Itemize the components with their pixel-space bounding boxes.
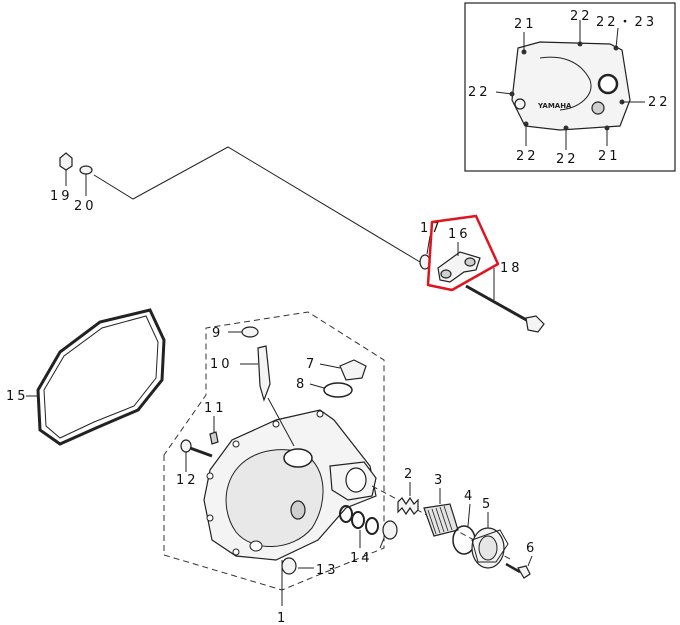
parts-7-8: 7 8 [296, 357, 367, 398]
inset-label-22-right: 22 [648, 95, 671, 110]
oil-filter-3: 3 [423, 473, 459, 537]
bolt-12 [180, 439, 192, 453]
nut-19 [59, 152, 73, 171]
cover-port [283, 448, 313, 468]
callout-20: 20 [74, 199, 97, 214]
parts-11-12: 11 12 [176, 401, 227, 488]
callout-18: 18 [500, 261, 523, 276]
bolt-18 [465, 284, 531, 324]
spring-2: 2 [397, 467, 419, 516]
inset-label-22-23: 22・23 [596, 15, 657, 30]
shaft-10 [257, 345, 271, 402]
callout-3: 3 [434, 473, 445, 488]
plug-7 [339, 359, 367, 381]
inset-label-21-top: 21 [514, 17, 537, 32]
callout-8: 8 [296, 377, 307, 392]
seal-13 [281, 557, 297, 575]
inset-label-21-bottom: 21 [598, 149, 621, 164]
inset-label-22-bottom-left: 22 [516, 149, 539, 164]
highlight-outline-16 [426, 214, 500, 292]
callout-12: 12 [176, 473, 199, 488]
parts-16-17-18: 17 16 18 [419, 214, 545, 333]
inset-panel: YAMAHA 21 22 22・23 22 22 22 22 21 [464, 2, 676, 172]
callout-7: 7 [306, 357, 317, 372]
leader-19-20-to-17 [93, 146, 421, 263]
callout-15: 15 [6, 389, 29, 404]
washer-20 [79, 165, 93, 175]
inset-label-22-left: 22 [468, 85, 491, 100]
filter-cover-5: 5 [471, 497, 509, 569]
callout-4: 4 [464, 489, 475, 504]
inset-label-22-top: 22 [570, 9, 593, 24]
callout-10: 10 [210, 357, 233, 372]
callout-6: 6 [526, 541, 537, 556]
pin-11 [209, 431, 219, 445]
callout-11: 11 [204, 401, 227, 416]
callout-2: 2 [404, 467, 415, 482]
inset-plug [597, 73, 619, 95]
callout-13: 13 [316, 563, 339, 578]
bolt-6: 6 [505, 541, 537, 579]
crankcase-cover-1: 1 [203, 397, 377, 625]
assembly-group-outline [163, 311, 385, 591]
gasket-15: 15 [6, 308, 166, 446]
callout-17: 17 [420, 221, 443, 236]
part-14: 14 [339, 505, 398, 566]
inset-label-22-bottom: 22 [556, 152, 579, 167]
parts-19-20: 19 20 [50, 146, 421, 263]
callout-9: 9 [212, 326, 223, 341]
part-13: 13 [281, 557, 339, 578]
o-ring-8 [323, 382, 353, 398]
callout-5: 5 [482, 497, 493, 512]
parts-9-10: 9 10 [210, 326, 271, 402]
callout-1: 1 [277, 611, 288, 625]
inset-emblem: YAMAHA [537, 102, 572, 110]
seal-9 [241, 326, 259, 338]
callout-16: 16 [448, 227, 471, 242]
callout-14: 14 [350, 551, 373, 566]
callout-19: 19 [50, 189, 73, 204]
